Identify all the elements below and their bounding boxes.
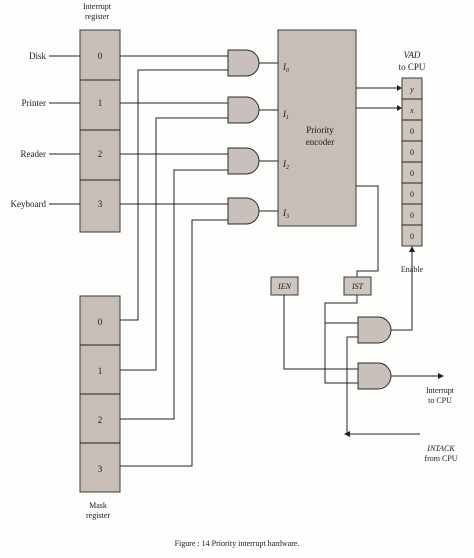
- vad-cell-6: 0: [410, 211, 414, 220]
- interrupt-and-gate: [357, 362, 392, 390]
- encoder-label-2: encoder: [306, 137, 334, 147]
- and-gate-2: [227, 147, 260, 175]
- device-printer: Printer: [22, 98, 47, 108]
- encoder-label-1: Priority: [306, 125, 334, 135]
- vad-cell-2: 0: [410, 127, 414, 136]
- priority-encoder: [277, 29, 357, 227]
- interrupt-register-title-2: register: [85, 12, 109, 21]
- encoder-input-3: I3: [282, 208, 289, 220]
- mask-register-cell-3: 3: [98, 464, 103, 474]
- interrupt-register-cell-0: 0: [98, 51, 103, 61]
- interrupt-register-cell-1: 1: [98, 98, 103, 108]
- and-gate-3: [227, 197, 260, 225]
- and-gate-1: [227, 96, 260, 124]
- mask-register-title-1: Mask: [89, 501, 107, 510]
- and-gate-0: [227, 49, 260, 77]
- interrupt-register-cell-2: 2: [98, 149, 103, 159]
- figure-caption: Figure : 14 Priority interrupt hardware.: [175, 539, 300, 548]
- interrupt-register: [79, 29, 121, 233]
- device-disk: Disk: [29, 51, 47, 61]
- vad-cell-3: 0: [410, 148, 414, 157]
- interrupt-to-cpu-1: Interrupt: [426, 386, 455, 395]
- vad-cell-4: 0: [410, 169, 414, 178]
- vad-title-1: VAD: [404, 50, 421, 60]
- encoder-input-2: I2: [282, 159, 289, 171]
- vad-cell-0: y: [409, 85, 414, 94]
- interrupt-to-cpu-2: to CPU: [428, 396, 452, 405]
- interrupt-register-cell-3: 3: [98, 199, 103, 209]
- intack-label-1: INTACK: [426, 444, 455, 453]
- mask-register-title-2: register: [86, 511, 110, 520]
- encoder-input-0: I0: [282, 62, 289, 74]
- device-reader: Reader: [21, 149, 46, 159]
- interrupt-register-title-1: Interrupt: [83, 2, 112, 11]
- intack-label-2: from CPU: [424, 454, 457, 463]
- vad-cell-1: x: [409, 106, 414, 115]
- mask-register-cell-0: 0: [98, 317, 103, 327]
- ien-label: IEN: [277, 282, 292, 291]
- mask-register-cell-2: 2: [98, 415, 103, 425]
- device-keyboard: Keyboard: [11, 199, 47, 209]
- enable-and-gate: [357, 316, 392, 344]
- mask-register-cell-1: 1: [98, 366, 103, 376]
- vad-cell-5: 0: [410, 190, 414, 199]
- vad-title-2: to CPU: [399, 62, 426, 72]
- vad-cell-7: 0: [410, 232, 414, 241]
- encoder-input-1: I1: [282, 109, 289, 121]
- ist-label: IST: [351, 282, 364, 291]
